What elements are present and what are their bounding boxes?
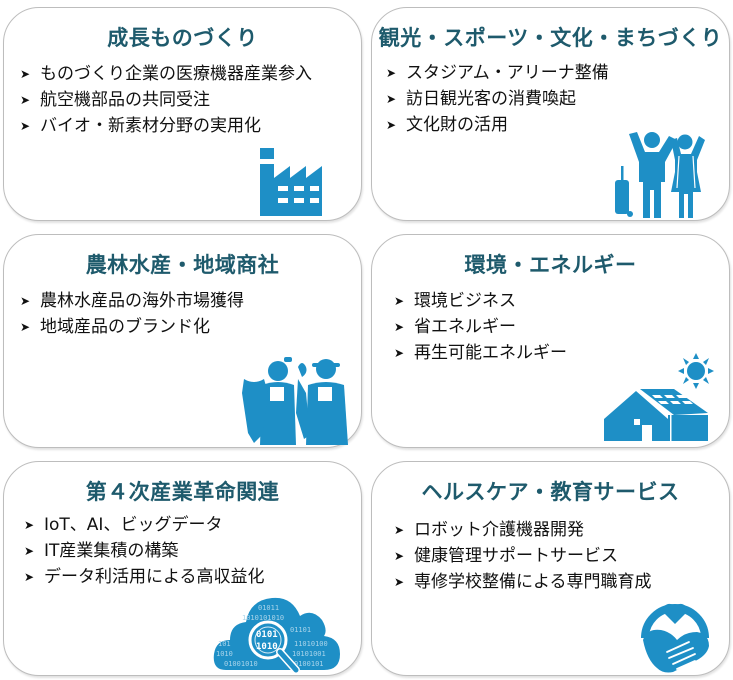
svg-text:01101: 01101 [290, 626, 311, 634]
arrow-bullet-icon: ➤ [24, 570, 35, 584]
list-item: ➤航空機部品の共同受注 [20, 87, 312, 113]
card-manufacturing: 成長ものづくり ➤ものづくり企業の医療機器産業参入 ➤航空機部品の共同受注 ➤バ… [3, 7, 362, 221]
arrow-bullet-icon: ➤ [20, 93, 31, 107]
list-item: ➤再生可能エネルギー [394, 340, 567, 366]
list-item: ➤文化財の活用 [386, 112, 609, 138]
svg-text:1010101010: 1010101010 [242, 614, 284, 622]
list-item: ➤地域産品のブランド化 [20, 314, 244, 340]
arrow-bullet-icon: ➤ [386, 92, 397, 106]
farmers-fishers-icon [242, 357, 348, 445]
card-agriculture: 農林水産・地域商社 ➤農林水産品の海外市場獲得 ➤地域産品のブランド化 [3, 234, 362, 448]
list-item: ➤データ利活用による高収益化 [24, 564, 265, 590]
solar-house-icon [604, 353, 714, 441]
list-item: ➤スタジアム・アリーナ整備 [386, 60, 609, 86]
list-item: ➤省エネルギー [394, 314, 567, 340]
arrow-bullet-icon: ➤ [20, 67, 31, 81]
card-title: 観光・スポーツ・文化・まちづくり [378, 26, 723, 50]
arrow-bullet-icon: ➤ [20, 320, 31, 334]
item-list: ➤ロボット介護機器開発 ➤健康管理サポートサービス ➤専修学校整備による専門職育… [394, 517, 652, 595]
card-healthcare-education: ヘルスケア・教育サービス ➤ロボット介護機器開発 ➤健康管理サポートサービス ➤… [371, 461, 730, 676]
arrow-bullet-icon: ➤ [394, 523, 405, 537]
svg-text:1010: 1010 [256, 642, 278, 652]
data-cloud-search-icon: 01011 1010101010 01101 101 11010100 1010 101… [213, 597, 340, 674]
item-list: ➤ものづくり企業の医療機器産業参入 ➤航空機部品の共同受注 ➤バイオ・新素材分野… [20, 61, 312, 139]
list-item: ➤農林水産品の海外市場獲得 [20, 288, 244, 314]
tourists-icon [615, 132, 705, 218]
svg-text:01011: 01011 [258, 604, 279, 612]
card-title: 成長ものづくり [107, 26, 258, 50]
arrow-bullet-icon: ➤ [24, 544, 35, 558]
arrow-bullet-icon: ➤ [394, 294, 405, 308]
list-item: ➤バイオ・新素材分野の実用化 [20, 113, 312, 139]
arrow-bullet-icon: ➤ [394, 320, 405, 334]
card-title: 第４次産業革命関連 [85, 480, 280, 504]
svg-text:0100101: 0100101 [294, 660, 324, 668]
svg-text:101: 101 [218, 640, 231, 648]
card-fourth-industrial-revolution: 第４次産業革命関連 ➤IoT、AI、ビッグデータ ➤IT産業集積の構築 ➤データ… [3, 461, 362, 676]
factory-icon [260, 148, 322, 216]
arrow-bullet-icon: ➤ [24, 518, 35, 532]
svg-text:01001010: 01001010 [224, 660, 258, 668]
arrow-bullet-icon: ➤ [20, 294, 31, 308]
list-item: ➤ロボット介護機器開発 [394, 517, 652, 543]
card-title: 農林水産・地域商社 [85, 253, 280, 277]
arrow-bullet-icon: ➤ [386, 66, 397, 80]
item-list: ➤IoT、AI、ビッグデータ ➤IT産業集積の構築 ➤データ利活用による高収益化 [24, 512, 265, 590]
card-environment-energy: 環境・エネルギー ➤環境ビジネス ➤省エネルギー ➤再生可能エネルギー [371, 234, 730, 448]
svg-text:10101001: 10101001 [292, 650, 326, 658]
list-item: ➤専修学校整備による専門職育成 [394, 569, 652, 595]
arrow-bullet-icon: ➤ [394, 549, 405, 563]
list-item: ➤環境ビジネス [394, 288, 567, 314]
list-item: ➤IT産業集積の構築 [24, 538, 265, 564]
arrow-bullet-icon: ➤ [386, 118, 397, 132]
list-item: ➤IoT、AI、ビッグデータ [24, 512, 265, 538]
card-title: 環境・エネルギー [464, 253, 637, 277]
list-item: ➤健康管理サポートサービス [394, 543, 652, 569]
svg-text:1010: 1010 [216, 650, 233, 658]
arrow-bullet-icon: ➤ [394, 346, 405, 360]
card-tourism: 観光・スポーツ・文化・まちづくり ➤スタジアム・アリーナ整備 ➤訪日観光客の消費… [371, 7, 730, 221]
list-item: ➤訪日観光客の消費喚起 [386, 86, 609, 112]
svg-text:11010100: 11010100 [294, 640, 328, 648]
arrow-bullet-icon: ➤ [20, 119, 31, 133]
card-title: ヘルスケア・教育サービス [421, 480, 680, 504]
svg-text:0101: 0101 [256, 630, 278, 640]
caring-hands-heart-icon [641, 603, 709, 673]
item-list: ➤環境ビジネス ➤省エネルギー ➤再生可能エネルギー [394, 288, 567, 366]
list-item: ➤ものづくり企業の医療機器産業参入 [20, 61, 312, 87]
arrow-bullet-icon: ➤ [394, 575, 405, 589]
item-list: ➤スタジアム・アリーナ整備 ➤訪日観光客の消費喚起 ➤文化財の活用 [386, 60, 609, 138]
item-list: ➤農林水産品の海外市場獲得 ➤地域産品のブランド化 [20, 288, 244, 340]
